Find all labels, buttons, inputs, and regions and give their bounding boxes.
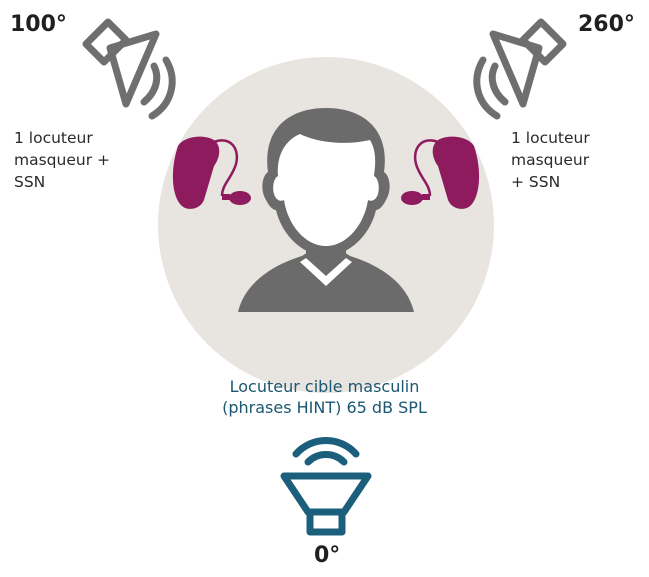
- angle-label-left: 100°: [10, 12, 67, 37]
- target-caption-line-2: (phrases HINT) 65 dB SPL: [222, 398, 427, 417]
- angle-label-bottom: 0°: [314, 543, 341, 568]
- right-masker-label: 1 locuteur masqueur + SSN: [511, 127, 590, 193]
- right-masker-label-line-1: 1 locuteur: [511, 129, 590, 147]
- head-silhouette-icon: [238, 108, 414, 312]
- target-speaker-icon: [280, 437, 372, 536]
- left-hearing-aid-icon: [172, 136, 251, 209]
- target-caption-line-1: Locuteur cible masculin: [229, 377, 420, 396]
- right-masker-label-line-3: + SSN: [511, 173, 561, 191]
- right-masker-label-line-2: masqueur: [511, 151, 590, 169]
- angle-label-right: 260°: [578, 12, 635, 37]
- right-speaker-icon: [473, 18, 567, 120]
- left-speaker-icon: [82, 18, 176, 120]
- left-masker-label-line-2: masqueur +: [14, 151, 110, 169]
- left-masker-label-line-1: 1 locuteur: [14, 129, 93, 147]
- right-hearing-aid-icon: [401, 136, 480, 209]
- left-masker-label-line-3: SSN: [14, 173, 46, 191]
- left-masker-label: 1 locuteur masqueur + SSN: [14, 127, 110, 193]
- target-speaker-caption: Locuteur cible masculin (phrases HINT) 6…: [0, 376, 649, 418]
